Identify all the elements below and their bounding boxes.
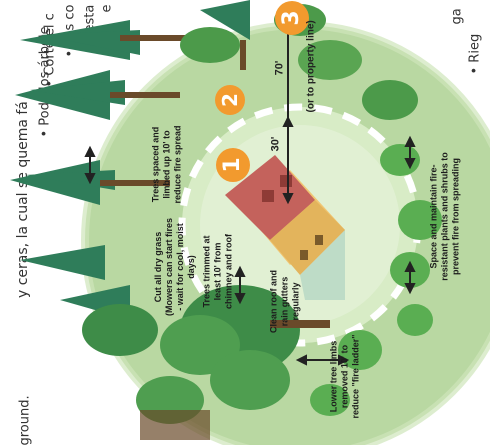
label-space-maintain: Space and maintain fire-resistant plants… <box>428 152 461 281</box>
distance-arrows <box>84 20 416 366</box>
zone-badge-2 <box>215 85 245 115</box>
house <box>225 155 345 300</box>
zone-badge-3-number: 3 <box>279 10 304 26</box>
distance-70-note: (or to property line) <box>305 20 317 113</box>
zone-badge-3 <box>275 1 309 35</box>
zone-badge-1 <box>216 148 250 182</box>
zone-badge-2-number: 2 <box>218 93 242 107</box>
pine-trees-left <box>10 20 140 320</box>
distance-30: 30' <box>269 136 282 152</box>
label-cut-grass: Cut all dry grass (Mowers can start fire… <box>153 217 196 317</box>
label-clean-roof: Clean roof and rain gutters regularly <box>268 270 301 334</box>
label-lower-limbs: Lower tree limbs removed 10' to reduce "… <box>328 334 361 419</box>
distance-70: 70' <box>273 60 286 76</box>
label-trees-trimmed: Trees trimmed at least 10' from chimney … <box>201 234 234 310</box>
label-trees-spaced: Trees spaced and limbed up 10' to reduce… <box>150 125 183 204</box>
zone-badge-1-number: 1 <box>220 157 245 173</box>
large-tree-bottom <box>82 285 330 440</box>
